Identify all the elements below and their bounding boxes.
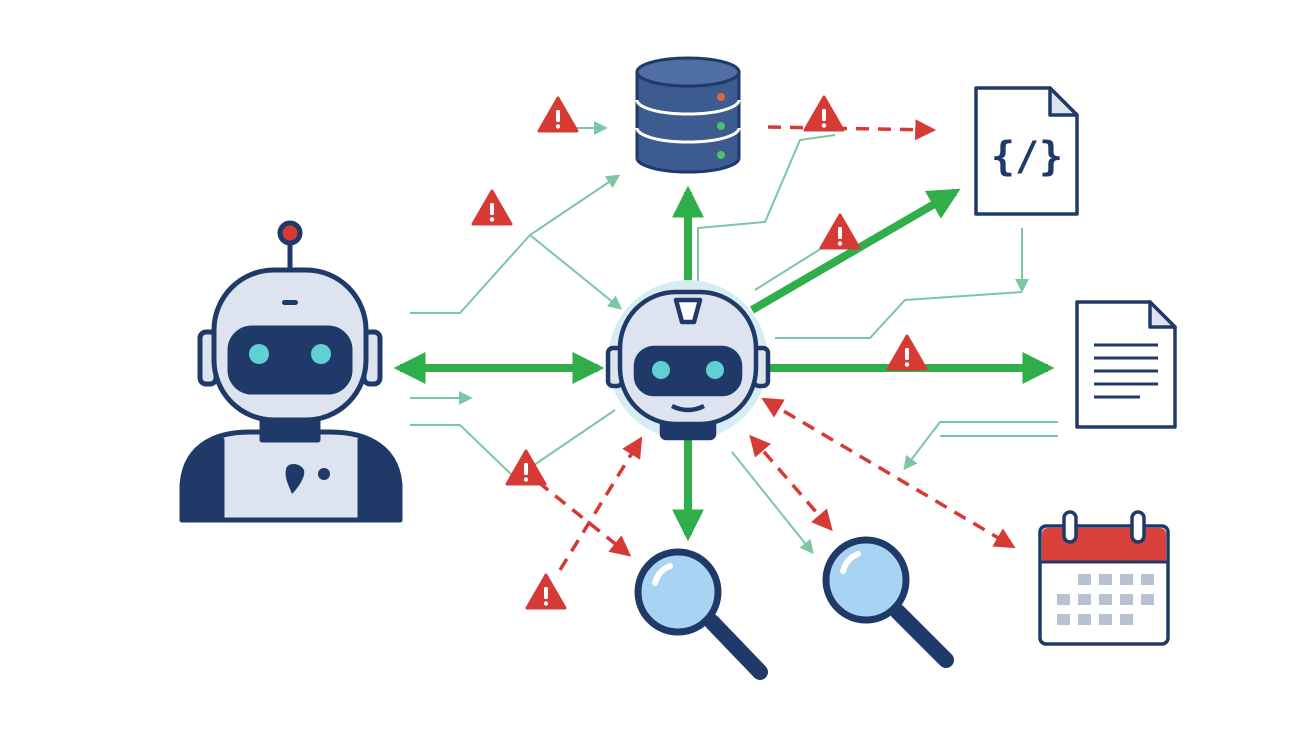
dashed-hub-calendar [761,397,1016,549]
warning-icon [505,449,547,486]
dashed-search2-hub [749,434,833,532]
dashed-arrows [536,119,1016,571]
magnifier-icon [822,536,954,668]
warning-icon [525,573,567,610]
warning-icon [803,95,845,132]
magnifier-icon [634,548,768,680]
document-icon [1075,300,1177,429]
code-glyph: {/} [991,134,1063,180]
connector-line [775,291,1023,339]
code-file-icon: {/} [974,86,1079,216]
arrow-hub-codefile [749,188,961,314]
connector-line [529,234,623,310]
warning-icon [471,189,513,226]
dashed-search-hub [558,436,643,571]
warning-icon [819,213,861,250]
robot-large-icon [179,220,403,523]
connector-line [731,451,814,555]
dashed-user-search [536,480,632,557]
robot-hub-icon [605,280,771,441]
warning-icon [537,96,579,133]
dashed-db-codefile [767,119,937,141]
warning-icon [886,334,928,371]
connector-line [754,247,823,291]
connector-line [410,174,621,314]
connector-line [697,134,836,282]
connector-line [903,421,1058,471]
connector-line [410,424,516,479]
calendar-icon [1038,510,1170,646]
database-icon [635,56,741,174]
